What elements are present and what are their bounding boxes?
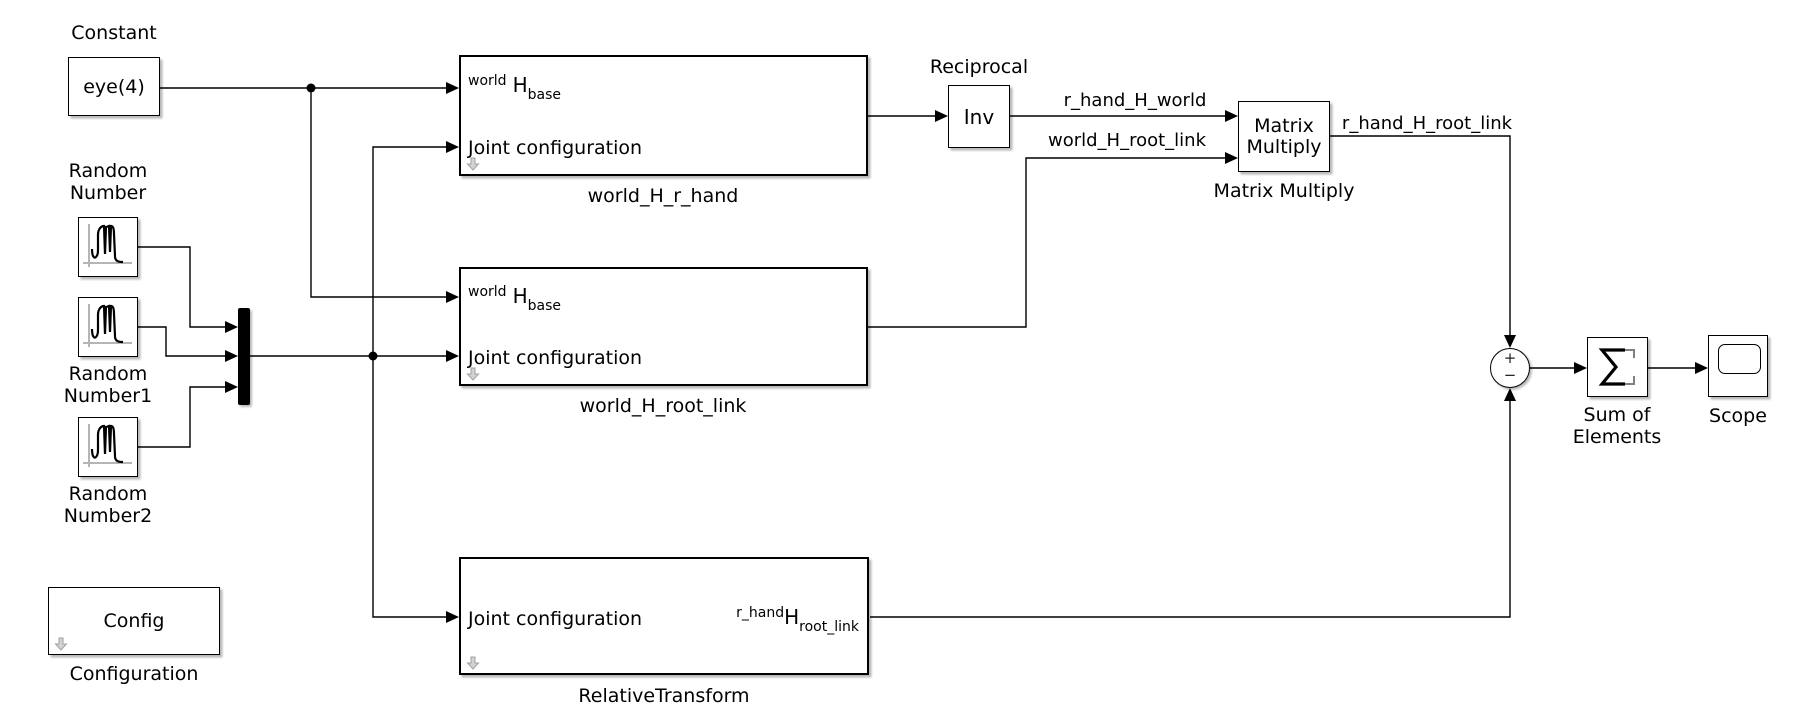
wire-sum-of-elements-to-scope[interactable] xyxy=(1648,362,1708,374)
configuration-block[interactable]: Config xyxy=(48,587,220,655)
world-H-r-hand-label: world_H_r_hand xyxy=(587,185,739,207)
wire-constant-branch-to-world-H-root-link[interactable] xyxy=(310,88,459,303)
reciprocal-block[interactable]: Inv xyxy=(948,85,1010,148)
wire-random-number2-to-mux[interactable] xyxy=(138,381,238,448)
configuration-value: Config xyxy=(103,610,165,632)
random-number2-label: Random Number2 xyxy=(63,483,153,527)
port-joint-configuration: Joint configuration xyxy=(468,608,643,630)
library-link-icon xyxy=(54,637,68,651)
matrix-multiply-block[interactable]: Matrix Multiply xyxy=(1238,101,1330,172)
random-number1-label: Random Number1 xyxy=(63,363,153,407)
random-number2-block[interactable] xyxy=(78,417,138,477)
wire-constant-to-world-H-r-hand[interactable] xyxy=(160,82,459,94)
constant-label: Constant xyxy=(71,22,157,44)
wire-world-H-root-link-to-matrix-multiply[interactable] xyxy=(868,152,1238,328)
wire-matrix-multiply-to-sum[interactable] xyxy=(1330,135,1516,348)
wire-random-number1-to-mux[interactable] xyxy=(138,326,238,362)
constant-block[interactable]: eye(4) xyxy=(68,57,160,116)
port-joint-configuration: Joint configuration xyxy=(468,137,643,159)
library-link-icon xyxy=(466,157,480,171)
signal-label-r-hand-H-root-link: r_hand_H_root_link xyxy=(1341,113,1513,134)
wire-sum-to-sum-of-elements[interactable] xyxy=(1530,362,1587,374)
sum-of-elements-label: Sum of Elements xyxy=(1572,404,1662,448)
signal-label-world-H-root-link: world_H_root_link xyxy=(1047,130,1207,151)
sum-plus-sign: + xyxy=(1503,349,1517,367)
random-number-block[interactable] xyxy=(78,217,138,277)
signal-label-r-hand-H-world: r_hand_H_world xyxy=(1063,90,1207,111)
port-joint-configuration: Joint configuration xyxy=(468,347,643,369)
wire-world-H-r-hand-to-reciprocal[interactable] xyxy=(868,110,948,122)
library-link-icon xyxy=(466,656,480,670)
wire-mux-branch-to-relative-transform[interactable] xyxy=(372,356,459,623)
scope-label: Scope xyxy=(1709,405,1767,427)
relative-transform-block[interactable]: Joint configuration r_handHroot_link xyxy=(459,557,869,675)
random-waveform-icon xyxy=(83,304,132,347)
sum-block[interactable]: + − xyxy=(1490,348,1530,388)
mux-block[interactable] xyxy=(238,308,250,405)
sum-minus-sign: − xyxy=(1503,366,1517,384)
random-waveform-icon xyxy=(83,424,132,467)
random-number1-block[interactable] xyxy=(78,297,138,357)
configuration-label: Configuration xyxy=(69,663,199,685)
wire-mux-to-world-H-root-link[interactable] xyxy=(250,350,459,362)
library-link-icon xyxy=(466,367,480,381)
sigma-icon xyxy=(1598,348,1635,386)
junction-dot xyxy=(306,83,316,93)
scope-screen-icon xyxy=(1718,344,1761,374)
random-waveform-icon xyxy=(83,224,132,267)
constant-value: eye(4) xyxy=(83,75,145,98)
matrix-multiply-text: Matrix Multiply xyxy=(1246,114,1322,158)
reciprocal-label: Reciprocal xyxy=(929,56,1029,78)
relative-transform-label: RelativeTransform xyxy=(578,685,750,707)
random-number-label: Random Number xyxy=(68,160,148,204)
sum-of-elements-block[interactable] xyxy=(1587,337,1648,397)
reciprocal-value: Inv xyxy=(963,104,995,129)
wire-relative-transform-to-sum[interactable] xyxy=(870,388,1516,618)
world-H-root-link-label: world_H_root_link xyxy=(579,395,747,417)
wire-mux-branch-to-world-H-r-hand[interactable] xyxy=(372,141,459,356)
matrix-multiply-label: Matrix Multiply xyxy=(1213,180,1355,202)
port-r-hand-H-root-link: r_handHroot_link xyxy=(736,605,859,635)
wire-reciprocal-to-matrix-multiply[interactable] xyxy=(1010,110,1238,122)
scope-block[interactable] xyxy=(1708,335,1768,397)
wire-random-number-to-mux[interactable] xyxy=(138,246,238,333)
